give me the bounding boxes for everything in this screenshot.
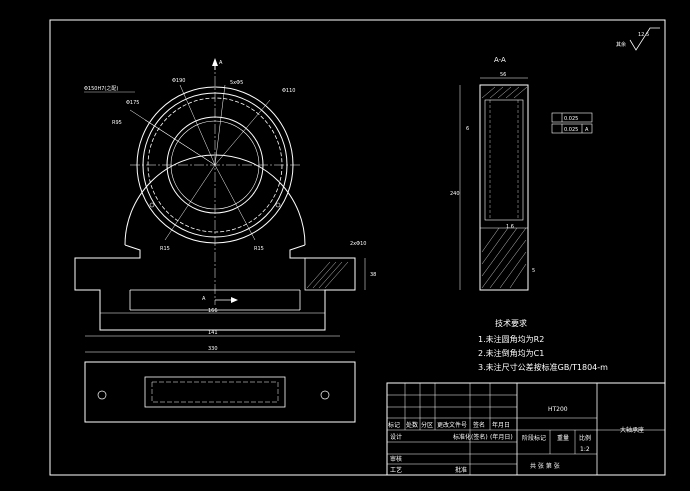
- section-mark-top: A: [219, 60, 223, 66]
- front-view: Φ150H7(之配) Φ190 5xΦ5 Φ175 Φ110 R95 R15 R…: [74, 58, 376, 337]
- section-dim-6: 6: [466, 126, 469, 132]
- top-dim-330: 330: [208, 346, 218, 352]
- tb-header-3: 更改文件号: [437, 421, 467, 429]
- tb-weight: 重量: [557, 434, 569, 442]
- section-title: A-A: [494, 56, 506, 64]
- roughness-label: 其余: [616, 41, 626, 48]
- callout-bore-fit: Φ150H7(之配): [84, 85, 118, 92]
- section-dim-240: 240: [450, 191, 460, 197]
- callout-r15-left: R15: [160, 246, 170, 252]
- callout-dia-175: Φ175: [126, 100, 139, 106]
- tol-datum: A: [585, 127, 589, 133]
- dim-width-141: 141: [208, 330, 218, 336]
- tb-review: 审核: [390, 455, 402, 463]
- tb-header-0: 标记: [388, 421, 400, 429]
- tb-header-5: 年月日: [492, 421, 510, 429]
- drawing-border: [49, 19, 666, 476]
- tech-item-2: 2.未注倒角均为C1: [478, 348, 544, 358]
- dim-height-38: 38: [370, 272, 376, 278]
- tech-requirements: 技术要求 1.未注圆角均为R2 2.未注倒角均为C1 3.未注尺寸公差按标准GB…: [478, 318, 608, 372]
- tech-item-3: 3.未注尺寸公差按标准GB/T1804-m: [478, 362, 608, 372]
- callout-dia-110: Φ110: [282, 88, 295, 94]
- section-mark-bottom: A: [202, 296, 206, 302]
- callout-holes: 5xΦ5: [230, 80, 243, 86]
- tech-item-1: 1.未注圆角均为R2: [478, 334, 544, 344]
- tech-title: 技术要求: [495, 318, 527, 328]
- callout-r15-right: R15: [254, 246, 264, 252]
- tol-position: 0.025: [564, 127, 578, 133]
- section-dim-56: 56: [500, 72, 506, 78]
- section-view: A-A 56 240 6 5 1.6 0.025 0.025 A: [450, 56, 593, 291]
- surface-roughness-symbol: 12.5 其余: [616, 27, 660, 51]
- tb-sheet: 共 张 第 张: [530, 462, 560, 470]
- top-view: 330: [84, 346, 356, 423]
- section-small-dim: 5: [532, 268, 535, 274]
- tb-scale-label: 比例: [579, 434, 591, 442]
- section-angle: 1.6: [506, 224, 514, 230]
- roughness-value: 12.5: [638, 32, 649, 38]
- tb-part-name: 大轴承座: [620, 426, 644, 434]
- tb-material: HT200: [548, 406, 568, 413]
- callout-thread: 2xΦ10: [350, 241, 366, 247]
- tb-date: (年月日): [490, 433, 513, 441]
- callout-dia-190: Φ190: [172, 78, 185, 84]
- tol-flatness: 0.025: [564, 116, 578, 122]
- title-block-text: HT200 大轴承座 标记 处数 分区 更改文件号 签名 年月日 设计 标准化(…: [388, 406, 644, 474]
- tb-design: 设计: [390, 433, 402, 441]
- tb-header-4: 签名: [473, 421, 485, 429]
- tolerance-frame: 0.025 0.025 A: [551, 112, 593, 134]
- tb-process: 工艺: [390, 466, 402, 474]
- tb-approve: 批准: [455, 466, 467, 474]
- tb-header-2: 分区: [421, 421, 433, 429]
- tb-scale-value: 1:2: [580, 446, 590, 453]
- title-block: [386, 382, 666, 476]
- tb-standardization: 标准化(签名): [453, 433, 488, 441]
- tb-header-1: 处数: [406, 421, 418, 429]
- dim-width-166: 166: [208, 308, 218, 314]
- callout-r95: R95: [112, 120, 122, 126]
- tb-stage: 阶段标记: [522, 434, 546, 442]
